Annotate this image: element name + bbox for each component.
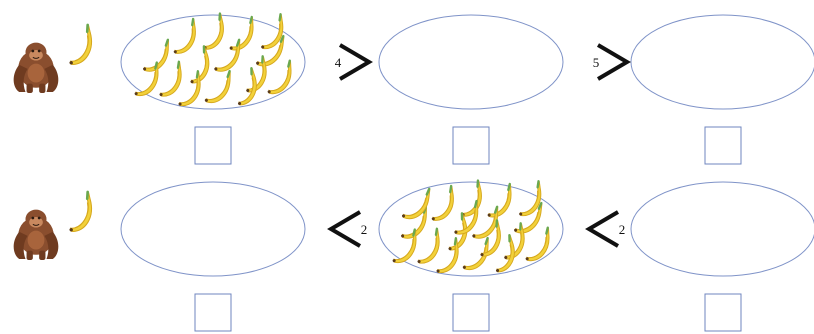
oval-bottom-2 [378,179,564,278]
banana-icon [507,201,549,237]
answer-box-bottom-1 [194,293,232,332]
banana-icon [56,190,105,237]
arrow-number: 2 [361,222,368,237]
banana-icon [56,23,105,70]
answer-box-bottom-3 [704,293,742,332]
answer-box-bottom-2 [452,293,490,332]
oval-top-3 [630,14,814,110]
banana-icon [163,17,207,58]
gorilla-icon [13,209,59,261]
arrow-number: 5 [593,55,600,70]
banana-icon [249,34,291,70]
oval-bottom-3 [630,181,814,277]
banana-icon [395,187,437,223]
gorilla-icon [13,42,59,94]
chevron-right-icon [338,43,373,81]
chevron-left-icon [585,210,620,248]
oval-outline [630,14,814,110]
chevron-right-icon [596,43,631,81]
arrow-number: 4 [335,55,342,70]
oval-outline [630,181,814,277]
oval-outline [120,14,306,110]
arrow-number: 2 [619,222,626,237]
banana-icon [468,219,513,261]
answer-box-top-1 [194,126,232,165]
banana-icon [508,180,552,221]
arrow-top-2: 5 [593,43,631,81]
arrow-bottom-2: 2 [585,210,626,248]
chevron-left-icon [327,210,362,248]
banana-icon [449,179,494,221]
banana-icon [478,182,522,222]
oval-top-1 [120,12,306,111]
oval-outline [120,181,306,277]
arrow-bottom-1: 2 [327,210,368,248]
answer-box-top-3 [704,126,742,165]
oval-top-2 [378,14,564,110]
banana-icon [250,13,294,54]
arrow-top-1: 4 [335,43,373,81]
oval-bottom-1 [120,181,306,277]
answer-box-top-2 [452,126,490,165]
oval-outline [378,181,564,277]
banana-icon [220,15,264,55]
oval-outline [378,14,564,110]
banana-icon [191,12,236,54]
